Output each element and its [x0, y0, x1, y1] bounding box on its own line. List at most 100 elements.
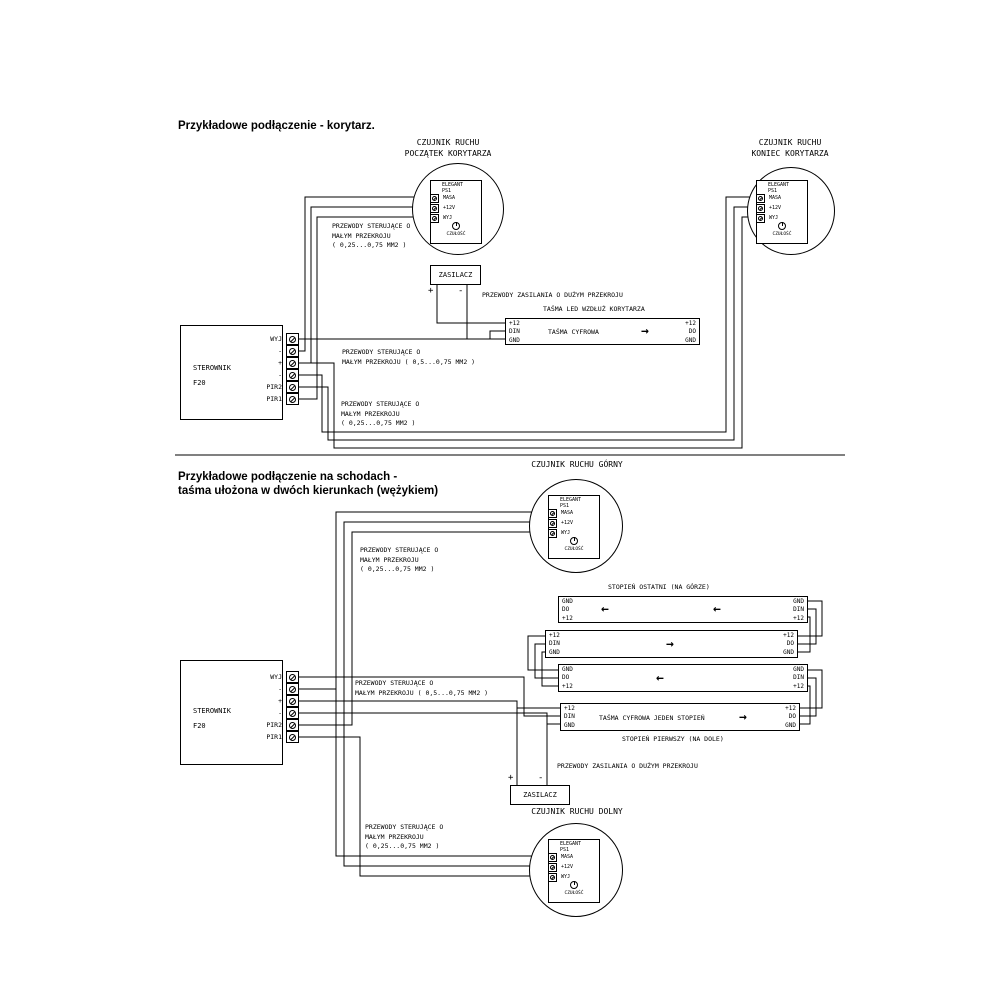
strip-label: TAŚMA CYFROWA: [548, 328, 599, 336]
caption-line: CZUJNIK RUCHU: [416, 138, 480, 147]
sensitivity-pot-icon: [570, 537, 578, 545]
controller-name: STEROWNIK: [193, 364, 231, 372]
strip-pins-left: +12 DIN GND: [509, 320, 520, 344]
step-first-label: STOPIEŃ PIERWSZY (NA DOLE): [622, 735, 724, 743]
terminal-label: WYJ: [769, 215, 779, 221]
sensor-module: ELEGANT PS1 MASA +12V WYJ CZUŁOŚĆ: [548, 495, 600, 559]
module-brand: ELEGANT PS1: [560, 841, 582, 853]
terminal-row: PIR1: [240, 731, 299, 743]
terminal-row: -: [240, 683, 299, 695]
note-power-wires-bottom: PRZEWODY ZASILANIA O DUŻYM PRZEKROJU: [557, 762, 698, 770]
sensitivity-pot-icon: [570, 881, 578, 889]
pot-label: CZUŁOŚĆ: [564, 547, 584, 552]
strip-pins-right: +12 DO GND: [685, 320, 696, 344]
screw-terminal-icon: [548, 529, 557, 538]
screw-terminal-icon: [286, 683, 299, 695]
terminal-label: MASA: [769, 195, 782, 201]
terminal-row: PIR2: [240, 719, 299, 731]
screw-terminal-icon: [430, 204, 439, 213]
direction-arrow-icon: ←: [656, 671, 664, 686]
led-strip-segment-b: +12 DIN GND → +12 DO GND: [545, 630, 798, 658]
note-control-wires-lower: PRZEWODY STERUJĄCE O MAŁYM PRZEKROJU ( 0…: [365, 823, 444, 850]
controller-box: STEROWNIK F20: [180, 325, 283, 420]
note-control-wires-1: PRZEWODY STERUJĄCE O MAŁYM PRZEKROJU ( 0…: [332, 222, 411, 249]
strip-pins-right: GND DIN +12: [793, 666, 804, 690]
terminal-row: +: [240, 695, 299, 707]
note-control-wires-2: PRZEWODY STERUJĄCE O MAŁYM PRZEKROJU ( 0…: [342, 348, 476, 366]
caption-line: CZUJNIK RUCHU: [758, 138, 822, 147]
direction-arrow-icon: →: [666, 637, 674, 652]
direction-arrow-icon: →: [641, 324, 649, 339]
screw-terminal-icon: [430, 214, 439, 223]
screw-terminal-icon: [756, 214, 765, 223]
sensor-module: ELEGANT PS1 MASA +12V WYJ CZUŁOŚĆ: [430, 180, 482, 244]
screw-terminal-icon: [548, 509, 557, 518]
sensor-module: ELEGANT PS1 MASA +12V WYJ CZUŁOŚĆ: [756, 180, 808, 244]
led-strip-caption: TAŚMA LED WZDŁUŻ KORYTARZA: [543, 305, 645, 313]
section-title-stairs-2: taśma ułożona w dwóch kierunkach (wężyki…: [178, 485, 439, 497]
module-brand: ELEGANT PS1: [768, 182, 790, 194]
strip-pins-left: GND DO +12: [562, 598, 573, 622]
screw-terminal-icon: [286, 381, 299, 393]
minus-label: -: [458, 286, 464, 296]
controller-terminals: WYJ - + - PIR2 PIR1: [240, 671, 299, 743]
led-strip-segment-a: GND DO +12 ← ← GND DIN +12: [558, 596, 808, 623]
power-supply-box: ZASILACZ: [510, 785, 570, 805]
note-control-wires-3: PRZEWODY STERUJĄCE O MAŁYM PRZEKROJU ( 0…: [341, 400, 420, 427]
direction-arrow-icon: ←: [601, 602, 609, 617]
terminal-row: WYJ: [240, 671, 299, 683]
note-control-wires-mid: PRZEWODY STERUJĄCE O MAŁYM PRZEKROJU ( 0…: [355, 679, 489, 697]
sensitivity-pot-icon: [778, 222, 786, 230]
caption-line: POCZĄTEK KORYTARZA: [404, 148, 492, 158]
terminal-row: -: [240, 369, 299, 381]
terminal-row: PIR1: [240, 393, 299, 405]
strip-pins-right: +12 DO GND: [785, 705, 796, 729]
screw-terminal-icon: [286, 695, 299, 707]
sensor-start-caption: CZUJNIK RUCHU POCZĄTEK KORYTARZA: [392, 138, 504, 159]
led-strip-segment-d: +12 DIN GND TAŚMA CYFROWA JEDEN STOPIEŃ …: [560, 703, 800, 731]
terminal-label: +12V: [443, 205, 456, 211]
screw-terminal-icon: [286, 707, 299, 719]
controller-model: F20: [193, 722, 206, 730]
strip-pins-left: +12 DIN GND: [549, 632, 560, 656]
terminal-label: MASA: [561, 510, 574, 516]
screw-terminal-icon: [286, 345, 299, 357]
controller-name: STEROWNIK: [193, 707, 231, 715]
screw-terminal-icon: [286, 357, 299, 369]
section-title-corridor: Przykładowe podłączenie - korytarz.: [178, 120, 375, 132]
led-strip-corridor: +12 DIN GND TAŚMA CYFROWA → +12 DO GND: [505, 318, 700, 345]
controller-model: F20: [193, 379, 206, 387]
terminal-row: -: [240, 345, 299, 357]
screw-terminal-icon: [548, 519, 557, 528]
sensor-lower-caption: CZUJNIK RUCHU DOLNY: [531, 807, 623, 816]
strip-label: TAŚMA CYFROWA JEDEN STOPIEŃ: [599, 714, 705, 722]
pot-label: CZUŁOŚĆ: [564, 891, 584, 896]
pot-label: CZUŁOŚĆ: [446, 232, 466, 237]
screw-terminal-icon: [548, 853, 557, 862]
screw-terminal-icon: [286, 393, 299, 405]
terminal-label: WYJ: [561, 530, 571, 536]
terminal-label: MASA: [561, 854, 574, 860]
direction-arrow-icon: ←: [713, 602, 721, 617]
pot-label: CZUŁOŚĆ: [772, 232, 792, 237]
sensor-end-caption: CZUJNIK RUCHU KONIEC KORYTARZA: [734, 138, 846, 159]
direction-arrow-icon: →: [739, 710, 747, 725]
sensitivity-pot-icon: [452, 222, 460, 230]
screw-terminal-icon: [548, 873, 557, 882]
sensor-upper-caption: CZUJNIK RUCHU GÓRNY: [531, 460, 623, 469]
terminal-label: MASA: [443, 195, 456, 201]
section-title-stairs-1: Przykładowe podłączenie na schodach -: [178, 471, 398, 483]
terminal-row: PIR2: [240, 381, 299, 393]
terminal-label: +12V: [561, 520, 574, 526]
terminal-row: +: [240, 357, 299, 369]
note-power-wires-top: PRZEWODY ZASILANIA O DUŻYM PRZEKROJU: [482, 291, 623, 299]
controller-box: STEROWNIK F20: [180, 660, 283, 765]
screw-terminal-icon: [286, 731, 299, 743]
module-brand: ELEGANT PS1: [560, 497, 582, 509]
screw-terminal-icon: [286, 671, 299, 683]
screw-terminal-icon: [286, 333, 299, 345]
terminal-label: +12V: [769, 205, 782, 211]
caption-line: KONIEC KORYTARZA: [751, 148, 829, 158]
led-strip-segment-c: GND DO +12 ← GND DIN +12: [558, 664, 808, 692]
module-brand: ELEGANT PS1: [442, 182, 464, 194]
